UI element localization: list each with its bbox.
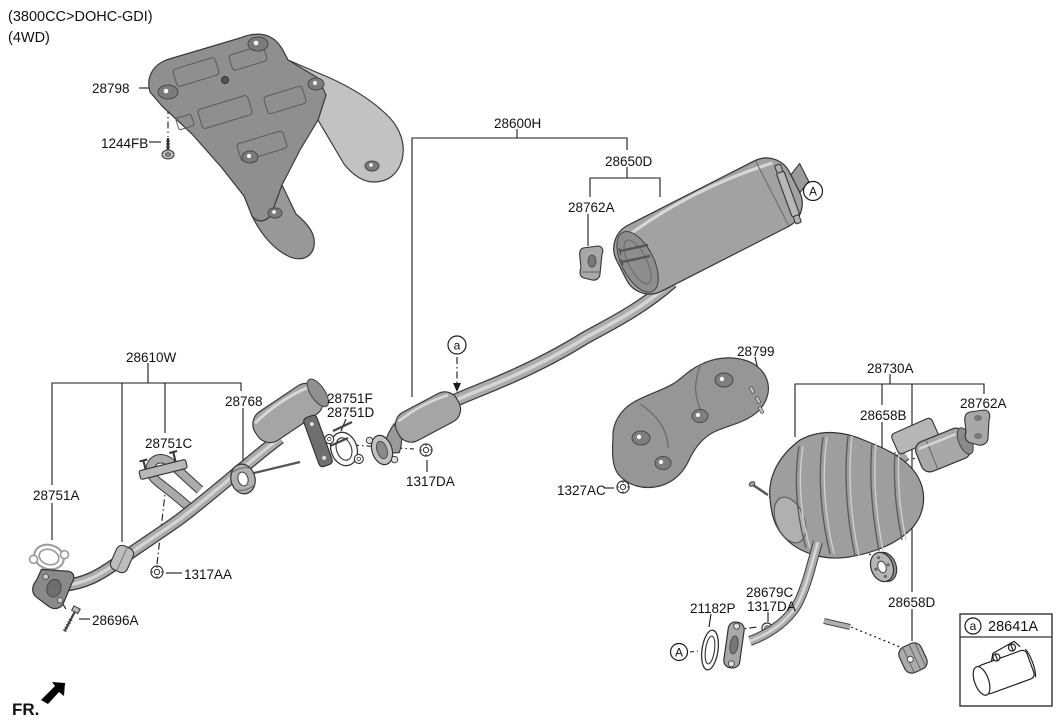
rear-muffler-tip-drawing xyxy=(915,427,974,473)
tail-tip-drawing xyxy=(972,640,1037,696)
drivetrain-note: (4WD) xyxy=(8,30,50,46)
view-marker-a-pipe-label: a xyxy=(454,339,461,353)
center-pipe-inlet-flange xyxy=(365,434,399,466)
callout-28799[interactable]: 28799 xyxy=(737,344,775,359)
callout-1317DA-center[interactable]: 1317DA xyxy=(406,474,455,489)
callout-28751A[interactable]: 28751A xyxy=(33,488,80,503)
front-pipe-hanger-drawing xyxy=(230,460,301,495)
rear-hanger-rear-drawing xyxy=(898,642,928,674)
callout-28658B[interactable]: 28658B xyxy=(860,408,907,423)
callout-28600H[interactable]: 28600H xyxy=(494,116,541,131)
tail-pipe-flange xyxy=(723,621,745,669)
callout-28751F[interactable]: 28751F xyxy=(327,391,373,406)
callout-28650D[interactable]: 28650D xyxy=(605,154,653,169)
view-marker-A-upper-label: A xyxy=(809,185,817,199)
center-pipe-drawing xyxy=(444,276,677,410)
callout-28751D[interactable]: 28751D xyxy=(327,405,375,420)
front-direction-arrow-icon xyxy=(41,682,65,704)
front-cat-studs xyxy=(329,421,353,448)
dash-dot-lines xyxy=(53,107,758,631)
callout-28768[interactable]: 28768 xyxy=(225,394,263,409)
support-bracket-drawing xyxy=(138,450,188,480)
callout-28762A-center[interactable]: 28762A xyxy=(568,200,615,215)
callout-1244FB[interactable]: 1244FB xyxy=(101,136,148,151)
view-marker-A-lower-label: A xyxy=(675,646,683,660)
tail-pipe-drawing xyxy=(748,540,851,646)
front-pipe-inlet-flange xyxy=(32,568,75,610)
rear-heat-protector-drawing xyxy=(611,357,769,489)
callout-28610W[interactable]: 28610W xyxy=(126,350,177,365)
callout-1317AA[interactable]: 1317AA xyxy=(184,567,232,582)
rear-hanger-bracket-drawing xyxy=(964,409,991,446)
flange-bolt-drawing xyxy=(62,605,81,632)
center-muffler-studs xyxy=(618,243,651,266)
center-muffler-drawing xyxy=(613,157,810,295)
front-cat-drawing xyxy=(252,378,330,444)
heat-shield-bolt-drawing xyxy=(161,138,175,160)
front-cat-flange xyxy=(303,414,333,468)
leader-arrowhead xyxy=(453,383,461,392)
tail-gasket-drawing xyxy=(700,629,720,671)
callout-1327AC[interactable]: 1327AC xyxy=(557,483,606,498)
center-hanger-bracket-drawing xyxy=(579,245,604,281)
callout-28751C[interactable]: 28751C xyxy=(145,436,193,451)
front-pipe-drawing xyxy=(59,433,284,593)
view-marker-A-upper: A xyxy=(802,180,824,202)
legend-part-number[interactable]: 28641A xyxy=(988,619,1038,635)
legend-marker-label: a xyxy=(970,619,977,633)
callout-28730A[interactable]: 28730A xyxy=(867,361,914,376)
heat-shield-drawing xyxy=(148,33,404,260)
callout-28658D[interactable]: 28658D xyxy=(888,595,936,610)
dotted-lines xyxy=(768,431,965,648)
view-marker-a-pipe: a xyxy=(447,335,467,355)
rear-muffler-drawing xyxy=(748,431,925,559)
view-marker-A-lower: A xyxy=(669,642,689,662)
callout-28679C[interactable]: 28679C xyxy=(746,585,794,600)
callout-28762A-rear[interactable]: 28762A xyxy=(960,396,1007,411)
center-muffler-outlet-flange xyxy=(774,163,802,225)
legend-box: a 28641A xyxy=(959,613,1053,707)
front-pipe-clamp xyxy=(109,544,135,574)
rear-hanger-front-drawing xyxy=(869,551,898,583)
engine-spec-note: (3800CC>DOHC-GDI) xyxy=(8,9,153,25)
callout-28696A[interactable]: 28696A xyxy=(92,613,139,628)
front-direction-label: FR. xyxy=(12,700,39,719)
front-gasket-drawing xyxy=(28,543,70,571)
callout-1317DA-rear[interactable]: 1317DA xyxy=(747,599,796,614)
callout-28798[interactable]: 28798 xyxy=(92,81,130,96)
flange-gasket-drawing xyxy=(324,431,364,467)
callout-21182P[interactable]: 21182P xyxy=(690,601,736,616)
nut-1317DA-center xyxy=(419,443,433,457)
nut-1327AC xyxy=(616,480,630,494)
nut-1317AA xyxy=(150,565,164,579)
